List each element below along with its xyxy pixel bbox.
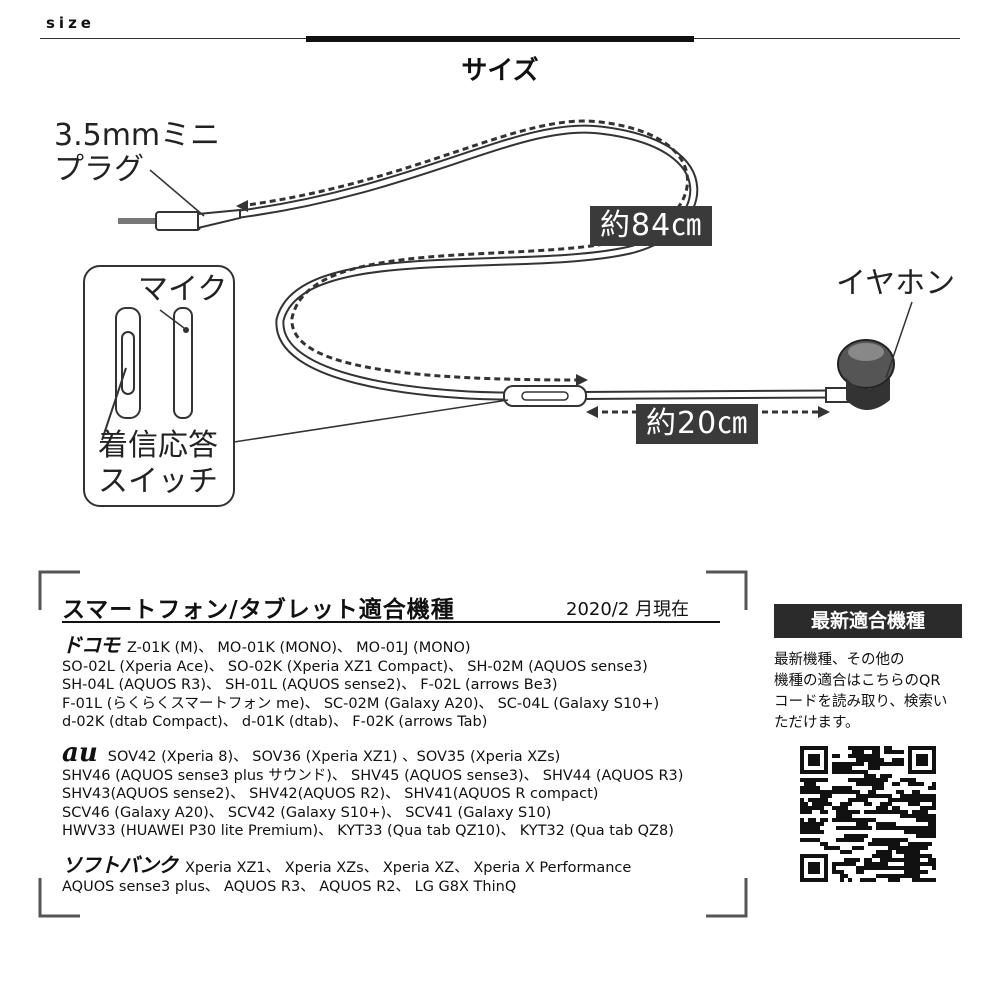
switch-pointer bbox=[101, 367, 127, 441]
plug-neck bbox=[197, 208, 241, 230]
device-line: HWV33 (HUAWEI P30 lite Premium)、 KYT33 (… bbox=[62, 823, 674, 840]
device-line: d-02K (dtab Compact)、 d-01K (dtab)、 F-02… bbox=[62, 714, 488, 731]
remote-side bbox=[173, 307, 193, 419]
length-main-badge: 約84㎝ bbox=[590, 206, 713, 246]
header-rule-accent bbox=[306, 36, 694, 42]
earphone-pointer bbox=[885, 301, 913, 379]
cable-inner bbox=[237, 126, 833, 399]
zoom-connector bbox=[233, 399, 509, 443]
device-line: F-01L (らくらくスマートフォン me)、 SC-02M (Galaxy A… bbox=[62, 695, 660, 712]
device-line: SHV46 (AQUOS sense3 plus サウンド)、 SHV45 (A… bbox=[62, 767, 684, 784]
latest-description: 最新機種、その他の 機種の適合はこちらのQR コードを読み取り、検索い ただけま… bbox=[774, 650, 966, 734]
remote-front-button bbox=[121, 331, 135, 395]
device-line: SO-02L (Xperia Ace)、 SO-02K (Xperia XZ1 … bbox=[62, 658, 648, 675]
qr-code-icon[interactable] bbox=[800, 746, 936, 882]
device-line: SCV46 (Galaxy A20)、 SCV42 (Galaxy S10+)、… bbox=[62, 804, 552, 821]
device-line: Z-01K (M)、 MO-01K (MONO)、 MO-01J (MONO) bbox=[127, 640, 471, 656]
device-line: SH-04L (AQUOS R3)、 SH-01L (AQUOS sense2)… bbox=[62, 677, 558, 694]
latest-line: ただけます。 bbox=[774, 715, 860, 731]
brand-softbank: ソフトバンク bbox=[62, 853, 178, 877]
latest-line: 最新機種、その他の bbox=[774, 652, 905, 668]
frame-corner-tr bbox=[706, 570, 748, 610]
plug-pointer bbox=[149, 169, 205, 217]
earphone-label: イヤホン bbox=[836, 266, 956, 301]
carrier-docomo: ドコモ Z-01K (M)、 MO-01K (MONO)、 MO-01J (MON… bbox=[62, 633, 660, 732]
device-line: SHV43(AQUOS sense2)、 SHV42(AQUOS R2)、 SH… bbox=[62, 786, 599, 803]
switch-label-1: 着信応答 bbox=[98, 428, 218, 463]
latest-title: 最新適合機種 bbox=[774, 604, 962, 638]
frame-corner-br bbox=[706, 878, 748, 918]
compat-date: 2020/2 月現在 bbox=[566, 599, 690, 620]
section-title: サイズ bbox=[461, 56, 539, 86]
device-line: Xperia XZ1、 Xperia XZs、 Xperia XZ、 Xperi… bbox=[185, 860, 632, 876]
measure-branch-arrow-right bbox=[818, 406, 830, 418]
size-label: size bbox=[46, 14, 95, 32]
frame-corner-tl bbox=[38, 570, 80, 610]
latest-line: コードを読み取り、検索い bbox=[774, 694, 948, 710]
switch-label-2: スイッチ bbox=[98, 464, 218, 499]
measure-arrow-right bbox=[576, 374, 588, 386]
mic-label: マイク bbox=[138, 272, 228, 307]
compat-frame bbox=[38, 570, 748, 918]
earphone-body bbox=[846, 378, 890, 410]
plug-label-2: プラグ bbox=[54, 152, 144, 187]
compat-title: スマートフォン/タブレット適合機種 bbox=[62, 597, 455, 623]
frame-corner-bl bbox=[38, 878, 80, 918]
device-line: SOV42 (Xperia 8)、 SOV36 (Xperia XZ1) 、SO… bbox=[107, 749, 561, 765]
latest-line: 機種の適合はこちらのQR bbox=[774, 673, 941, 689]
mic-pointer bbox=[159, 309, 185, 329]
mic-hole bbox=[183, 327, 189, 333]
compat-title-rule bbox=[62, 621, 720, 623]
plug-tip bbox=[118, 218, 158, 224]
brand-docomo: ドコモ bbox=[62, 633, 120, 657]
inline-remote-button bbox=[521, 391, 569, 401]
length-branch-badge: 約20㎝ bbox=[636, 404, 759, 444]
plug-label-1: 3.5mmミニ bbox=[54, 118, 221, 153]
earphone-diagram bbox=[83, 119, 913, 507]
plug-body bbox=[155, 211, 201, 231]
measure-arrow-left bbox=[236, 200, 248, 212]
carrier-au: au SOV42 (Xperia 8)、 SOV36 (Xperia XZ1) 、… bbox=[62, 740, 684, 841]
device-line: AQUOS sense3 plus、 AQUOS R3、 AQUOS R2、 L… bbox=[62, 878, 517, 895]
measure-branch-arrow-left bbox=[586, 406, 598, 418]
brand-au: au bbox=[62, 738, 98, 768]
carrier-softbank: ソフトバンク Xperia XZ1、 Xperia XZs、 Xperia XZ、… bbox=[62, 853, 632, 896]
earphone-tip-inner bbox=[848, 343, 884, 361]
